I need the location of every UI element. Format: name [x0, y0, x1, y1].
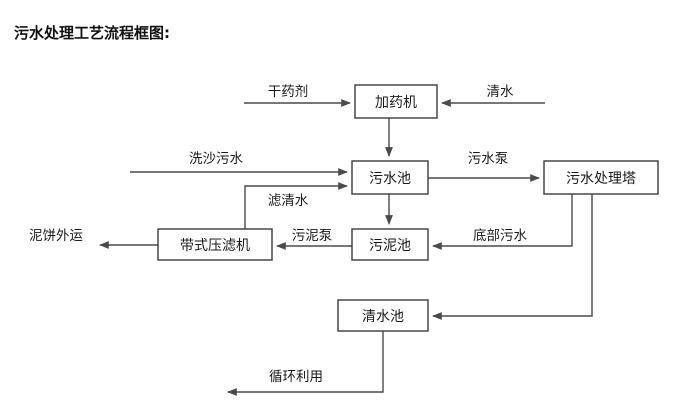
sewage-pool-label: 污水池: [369, 171, 411, 187]
dosing-machine-box[interactable]: [354, 84, 438, 119]
node-sludge-pool[interactable]: 污泥池: [351, 228, 429, 261]
sewage-treatment-tower-label: 污水处理塔: [566, 171, 636, 187]
edge-label-filtered-clear-water: 滤清水: [268, 193, 309, 209]
sewage-treatment-tower-box[interactable]: [543, 160, 659, 195]
node-clean-water-pool[interactable]: 清水池: [337, 299, 429, 332]
edge-label-sewage-pump: 污水泵: [468, 151, 509, 167]
edge-label-clean-water: 清水: [487, 84, 515, 100]
clean-water-pool-label: 清水池: [362, 309, 404, 325]
node-dosing-machine[interactable]: 加药机: [354, 84, 438, 119]
arrow-clean-water-pool-to-recycling-reuse: [227, 331, 384, 396]
edge-label-mud-cake-transport: 泥饼外运: [29, 228, 83, 244]
node-sewage-treatment-tower[interactable]: 污水处理塔: [543, 160, 659, 195]
node-belt-filter-press[interactable]: 带式压滤机: [157, 228, 273, 261]
dosing-machine-label: 加药机: [375, 95, 417, 111]
edge-label-dry-agent: 干药剂: [268, 84, 309, 100]
arrow-treatment-tower-to-sludge-pool: [432, 194, 573, 250]
arrow-treatment-tower-to-clean-water-pool: [432, 194, 593, 320]
node-sewage-pool[interactable]: 污水池: [351, 160, 429, 195]
belt-filter-press-label: 带式压滤机: [180, 238, 250, 254]
edge-label-sand-washing-sewage: 洗沙污水: [189, 151, 243, 167]
edge-label-sludge-pump: 污泥泵: [292, 228, 333, 244]
clean-water-pool-box[interactable]: [337, 299, 429, 332]
edge-label-recycling-reuse: 循环利用: [269, 369, 323, 385]
belt-filter-press-box[interactable]: [157, 228, 273, 261]
page-title: 污水处理工艺流程框图:: [14, 24, 170, 42]
edge-label-bottom-sewage: 底部污水: [473, 228, 527, 244]
sludge-pool-label: 污泥池: [369, 238, 411, 254]
sludge-pool-box[interactable]: [351, 228, 429, 261]
arrow-belt-filter-press-to-sewage-pool: [244, 182, 348, 229]
